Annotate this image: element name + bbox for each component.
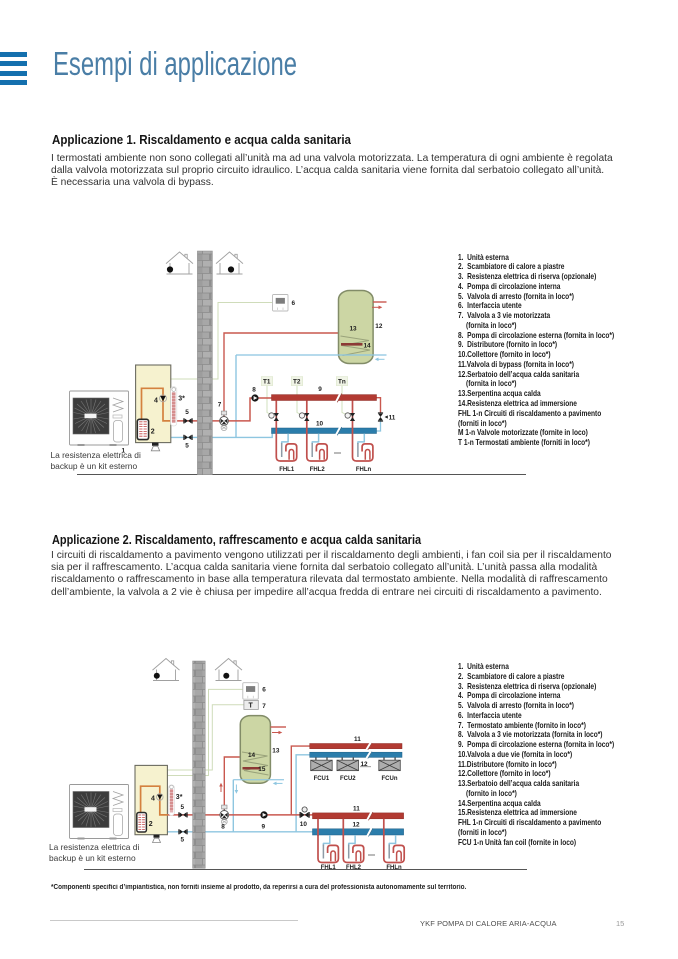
svg-text:1: 1 (122, 448, 126, 455)
svg-text:12: 12 (375, 323, 383, 330)
svg-text:9: 9 (318, 386, 322, 393)
svg-text:13: 13 (272, 748, 280, 755)
svg-text:T2: T2 (293, 379, 301, 386)
svg-text:FHLn: FHLn (356, 467, 372, 473)
svg-text:8: 8 (252, 387, 256, 394)
svg-text:5: 5 (181, 804, 185, 811)
svg-text:FHLn: FHLn (386, 865, 402, 871)
svg-text:T1: T1 (263, 379, 271, 386)
svg-text:12: 12 (361, 761, 369, 768)
svg-text:10: 10 (316, 420, 324, 427)
svg-text:2: 2 (149, 821, 153, 828)
svg-text:FCUn: FCUn (382, 776, 398, 782)
svg-text:12: 12 (353, 821, 361, 828)
svg-text:5: 5 (185, 409, 189, 416)
svg-text:6: 6 (292, 300, 296, 307)
svg-text:5: 5 (181, 837, 185, 844)
svg-text:7: 7 (262, 703, 266, 710)
svg-text:11: 11 (353, 806, 360, 813)
svg-text:15: 15 (258, 766, 266, 773)
svg-text:FHL2: FHL2 (310, 467, 326, 473)
svg-text:FHL1: FHL1 (321, 865, 337, 871)
svg-text:7: 7 (218, 402, 222, 409)
svg-text:FCU2: FCU2 (340, 776, 356, 782)
svg-text:T: T (249, 703, 254, 710)
svg-text:6: 6 (262, 687, 266, 694)
svg-text:14: 14 (248, 752, 256, 759)
svg-text:2: 2 (151, 429, 155, 436)
svg-text:10: 10 (300, 821, 308, 828)
svg-text:14: 14 (364, 342, 372, 349)
svg-text:Tn: Tn (338, 379, 346, 386)
svg-text:FHL2: FHL2 (346, 865, 362, 871)
svg-text:11: 11 (354, 736, 361, 743)
svg-text:3*: 3* (178, 396, 185, 403)
svg-text:FCU1: FCU1 (314, 776, 330, 782)
svg-text:11: 11 (389, 415, 396, 422)
svg-text:4: 4 (151, 796, 155, 803)
svg-text:8: 8 (221, 823, 225, 830)
svg-text:4: 4 (154, 398, 158, 405)
svg-text:3*: 3* (176, 794, 183, 801)
svg-text:9: 9 (262, 823, 266, 830)
svg-text:FHL1: FHL1 (279, 467, 295, 473)
svg-text:5: 5 (185, 442, 189, 449)
svg-text:13: 13 (350, 326, 358, 333)
